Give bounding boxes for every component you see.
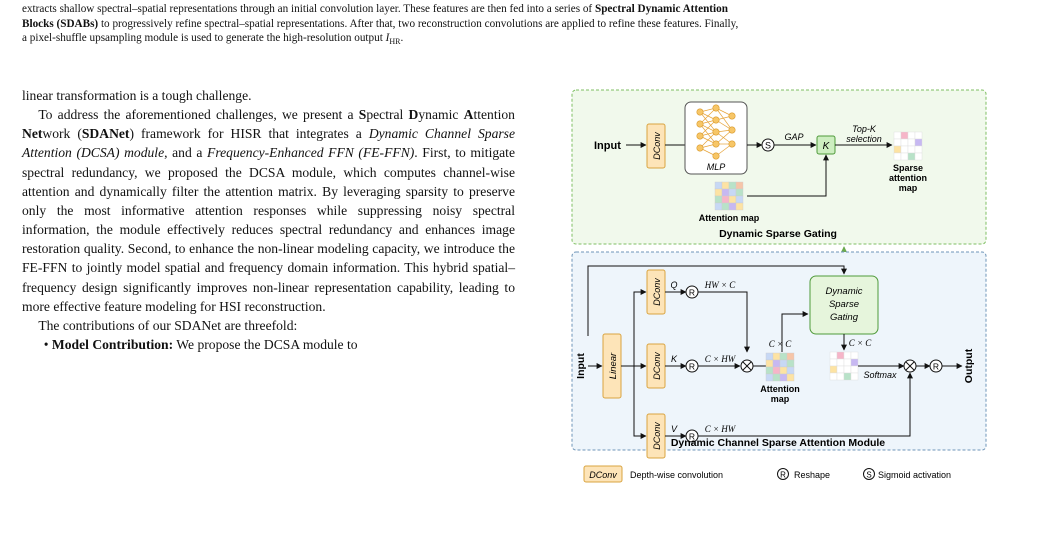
- softmax-label: Softmax: [863, 370, 897, 380]
- topk-label-2: selection: [846, 134, 882, 144]
- legend-reshape-letter: R: [780, 471, 786, 480]
- attention-map-mid-icon: [765, 352, 795, 382]
- bottom-panel-frame: [571, 251, 987, 451]
- reshape-out-letter: R: [933, 362, 939, 372]
- paragraph-model-contribution: • Model Contribution: We propose the DCS…: [43, 337, 358, 353]
- mlp-block: [684, 101, 748, 175]
- dcsa-architecture-figure: Input DConv MLP S GAP K Top-K selection …: [570, 88, 1030, 528]
- topk-label-1: Top-K: [852, 124, 877, 134]
- c-hw-v-label: C × HW: [705, 424, 737, 434]
- dconv-k-label: DConv: [652, 352, 662, 380]
- paragraph-intro-end: linear transformation is a tough challen…: [22, 88, 252, 103]
- caption-line-3: a pixel-shuffle upsampling module is use…: [22, 32, 404, 47]
- top-input-label: Input: [594, 140, 621, 152]
- bottom-input-label: Input: [575, 353, 587, 379]
- dsg-label-1: Dynamic: [826, 286, 863, 297]
- k-label: K: [823, 141, 831, 152]
- dconv-v-label: DConv: [652, 422, 662, 450]
- c-hw-k-label: C × HW: [705, 354, 737, 364]
- dsg-label-2: Sparse: [829, 299, 859, 310]
- caption-line-2: Blocks (SDABs) to progressively refine s…: [22, 17, 739, 30]
- sparse-label-2: attention: [889, 173, 927, 183]
- output-label: Output: [963, 348, 975, 383]
- paragraph-contributions: The contributions of our SDANet are thre…: [38, 317, 298, 333]
- bottom-panel-title: Dynamic Channel Sparse Attention Module: [671, 437, 885, 449]
- attention-map-mid-label-1: Attention: [760, 384, 800, 394]
- hw-c-label: HW × C: [704, 280, 737, 290]
- c-c-right-label: C × C: [849, 338, 873, 348]
- reshape-k-letter: R: [689, 362, 695, 372]
- top-panel-frame: [571, 89, 987, 245]
- sparse-map-mid-icon: [829, 351, 859, 381]
- caption-line-1: extracts shallow spectral–spatial repres…: [22, 3, 728, 15]
- body-text-column: linear transformation is a tough challen…: [22, 86, 515, 354]
- top-dconv-label: DConv: [652, 132, 662, 160]
- sparse-attention-map-icon: [893, 131, 923, 161]
- dconv-q-label: DConv: [652, 278, 662, 306]
- mlp-label: MLP: [707, 162, 726, 172]
- reshape-q-letter: R: [689, 288, 695, 298]
- sigmoid-letter: S: [765, 141, 771, 151]
- dsg-label-3: Gating: [830, 312, 859, 323]
- gap-label: GAP: [784, 132, 803, 142]
- k-branch-label: K: [671, 354, 678, 364]
- attention-map-mid-label-2: map: [771, 394, 790, 404]
- c-c-left-label: C × C: [769, 339, 793, 349]
- legend-dconv-desc: Depth-wise convolution: [630, 470, 723, 480]
- attention-map-top-icon: [714, 181, 744, 211]
- legend-sigmoid-letter: S: [866, 471, 871, 480]
- attention-map-top-label: Attention map: [699, 213, 760, 223]
- legend-reshape-icon: [777, 468, 789, 480]
- top-dconv-block: [646, 123, 666, 169]
- paragraph-sdanet: To address the aforementioned challenges…: [22, 107, 515, 314]
- figure-caption: extracts shallow spectral–spatial repres…: [22, 2, 1022, 50]
- legend-dconv-swatch: [583, 465, 623, 483]
- q-label: Q: [670, 280, 677, 290]
- sparse-label-3: map: [899, 183, 918, 193]
- legend-sigmoid-icon: [863, 468, 875, 480]
- v-label: V: [671, 424, 678, 434]
- top-panel-title: Dynamic Sparse Gating: [719, 228, 837, 240]
- sparse-label-1: Sparse: [893, 163, 923, 173]
- legend-sigmoid-desc: Sigmoid activation: [878, 470, 951, 480]
- legend-reshape-desc: Reshape: [794, 470, 830, 480]
- linear-label: Linear: [608, 352, 619, 379]
- legend-dconv-label: DConv: [589, 470, 617, 480]
- reshape-v-letter: R: [689, 432, 695, 442]
